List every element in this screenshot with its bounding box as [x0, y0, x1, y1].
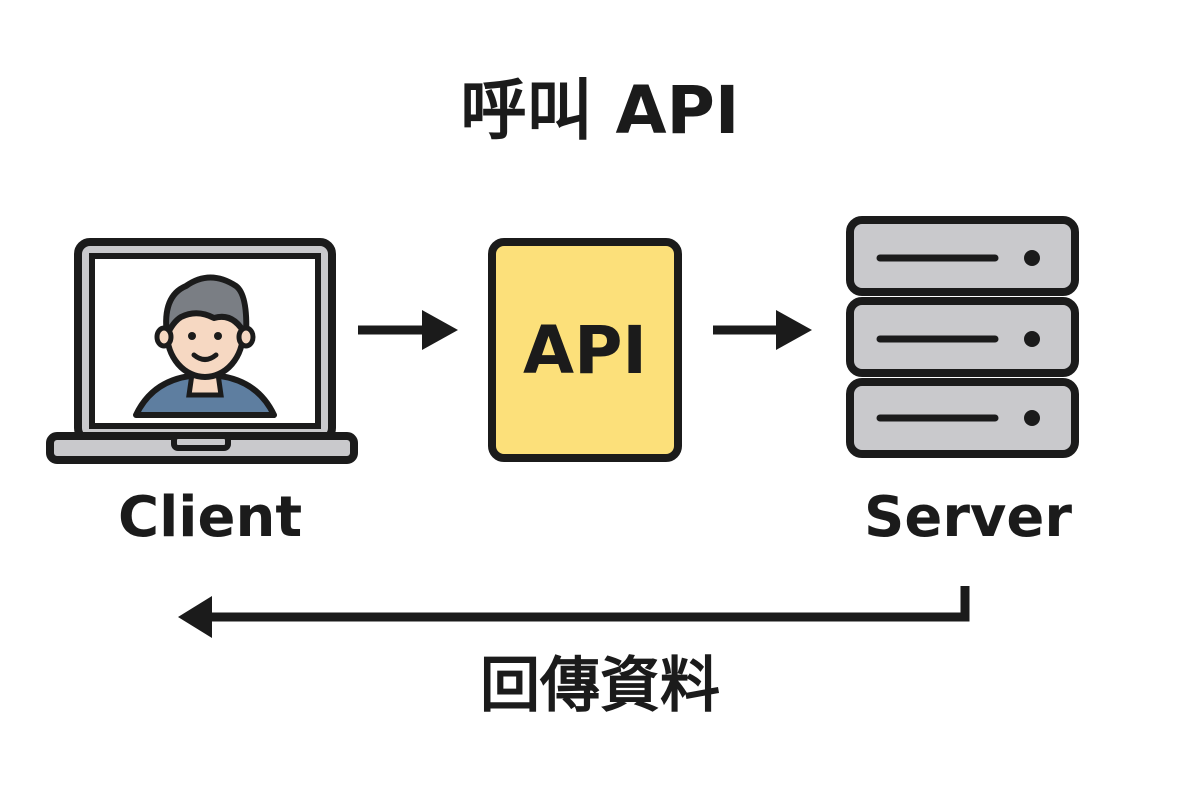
return-flow-label: 回傳資料 [480, 651, 720, 721]
api-box: API [488, 238, 682, 462]
api-to-server-arrow [713, 310, 812, 350]
api-label: API [523, 312, 647, 389]
client-to-api-arrow [358, 310, 458, 350]
client-label: Client [118, 485, 303, 550]
server-label: Server [864, 485, 1073, 550]
server-to-client-return-arrow [178, 586, 970, 638]
server-rack-icon [846, 216, 1079, 458]
diagram-title: 呼叫 API [460, 72, 740, 149]
user-avatar [133, 274, 277, 418]
laptop-user-icon [46, 238, 358, 464]
